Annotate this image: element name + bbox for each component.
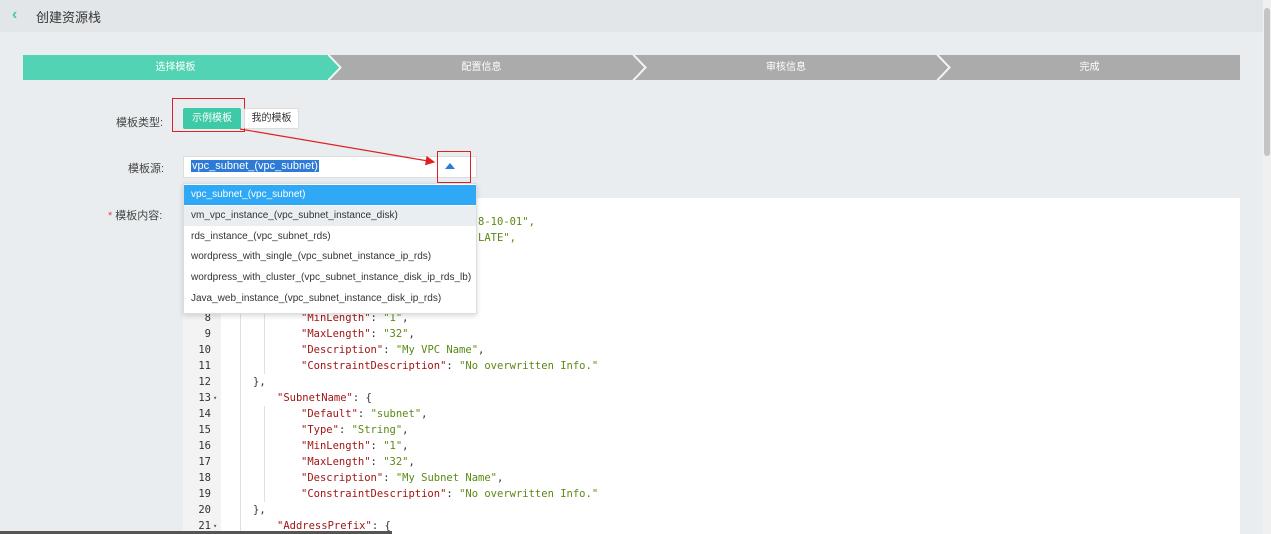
top-bar: ‹ 创建资源栈 xyxy=(0,0,1263,32)
dropdown-option[interactable]: vpc_subnet_(vpc_subnet) xyxy=(184,185,476,205)
vertical-scrollbar[interactable] xyxy=(1263,0,1271,534)
line-number: 20 xyxy=(198,504,211,516)
step-complete: 完成 xyxy=(1079,62,1100,73)
line-number: 12 xyxy=(198,376,211,388)
line-number: 9 xyxy=(204,328,211,340)
template-source-label: 模板源: xyxy=(128,163,165,175)
my-template-button[interactable]: 我的模板 xyxy=(244,108,299,129)
page-title: 创建资源栈 xyxy=(36,10,102,25)
step-review: 审核信息 xyxy=(766,62,806,73)
template-content-label: *模板内容: xyxy=(108,210,163,222)
code-partial-line: LATE", xyxy=(478,232,516,244)
dropdown-option[interactable]: vm_vpc_instance_(vpc_subnet_instance_dis… xyxy=(184,206,476,226)
dropdown-option[interactable]: Java_web_instance_(vpc_subnet_instance_d… xyxy=(191,293,442,304)
line-number: 14 xyxy=(198,408,211,420)
line-number: 16 xyxy=(198,440,211,452)
dropdown-option[interactable]: wordpress_with_single_(vpc_subnet_instan… xyxy=(191,251,432,262)
code-line: 19"ConstraintDescription": "No overwritt… xyxy=(183,486,1240,502)
code-line: 14"Default": "subnet", xyxy=(183,406,1240,422)
code-line: 15"Type": "String", xyxy=(183,422,1240,438)
step-select-template: 选择模板 xyxy=(155,62,196,73)
code-line: 16"MinLength": "1", xyxy=(183,438,1240,454)
line-number: 13 xyxy=(198,392,211,404)
code-line: 17"MaxLength": "32", xyxy=(183,454,1240,470)
code-line: 9"MaxLength": "32", xyxy=(183,326,1240,342)
code-line: 18"Description": "My Subnet Name", xyxy=(183,470,1240,486)
code-line: 10"Description": "My VPC Name", xyxy=(183,342,1240,358)
code-line: 8"MinLength": "1", xyxy=(183,310,1240,326)
template-source-dropdown: vpc_subnet_(vpc_subnet) vm_vpc_instance_… xyxy=(183,183,477,314)
line-number: 11 xyxy=(198,360,211,372)
back-arrow-icon[interactable]: ‹ xyxy=(12,6,18,23)
code-partial-line: 8-10-01", xyxy=(478,216,535,228)
template-type-label: 模板类型: xyxy=(116,117,164,129)
chevron-up-icon[interactable] xyxy=(445,163,455,169)
code-line: 13▾"SubnetName": { xyxy=(183,390,1240,406)
line-number: 18 xyxy=(198,472,211,484)
dropdown-option[interactable]: wordpress_with_cluster_(vpc_subnet_insta… xyxy=(191,272,472,283)
line-number: 10 xyxy=(198,344,211,356)
line-number: 15 xyxy=(198,424,211,436)
code-line: 20}, xyxy=(183,502,1240,518)
step-progress-bar xyxy=(23,55,1240,80)
line-number: 19 xyxy=(198,488,211,500)
scrollbar-thumb[interactable] xyxy=(1264,8,1270,156)
template-source-value: vpc_subnet_(vpc_subnet) xyxy=(191,160,319,172)
annotation-box-toggle xyxy=(437,151,471,183)
dropdown-option[interactable]: rds_instance_(vpc_subnet_rds) xyxy=(191,231,331,242)
line-number: 8 xyxy=(204,312,211,324)
code-line: 11"ConstraintDescription": "No overwritt… xyxy=(183,358,1240,374)
code-line: 12}, xyxy=(183,374,1240,390)
line-number: 21 xyxy=(198,520,211,532)
fold-toggle-icon: ▾ xyxy=(213,522,218,530)
line-number: 17 xyxy=(198,456,211,468)
template-source-select[interactable]: vpc_subnet_(vpc_subnet) xyxy=(183,156,477,178)
code-line: 21▾"AddressPrefix": { xyxy=(183,518,1240,534)
step-configure: 配置信息 xyxy=(461,62,502,73)
horizontal-scrollbar[interactable] xyxy=(0,531,392,534)
template-code-editor[interactable]: 8-10-01", LATE", 8"MinLength": "1",9"Max… xyxy=(183,198,1240,534)
sample-template-button[interactable]: 示例模板 xyxy=(183,108,241,129)
fold-toggle-icon: ▾ xyxy=(213,394,218,402)
